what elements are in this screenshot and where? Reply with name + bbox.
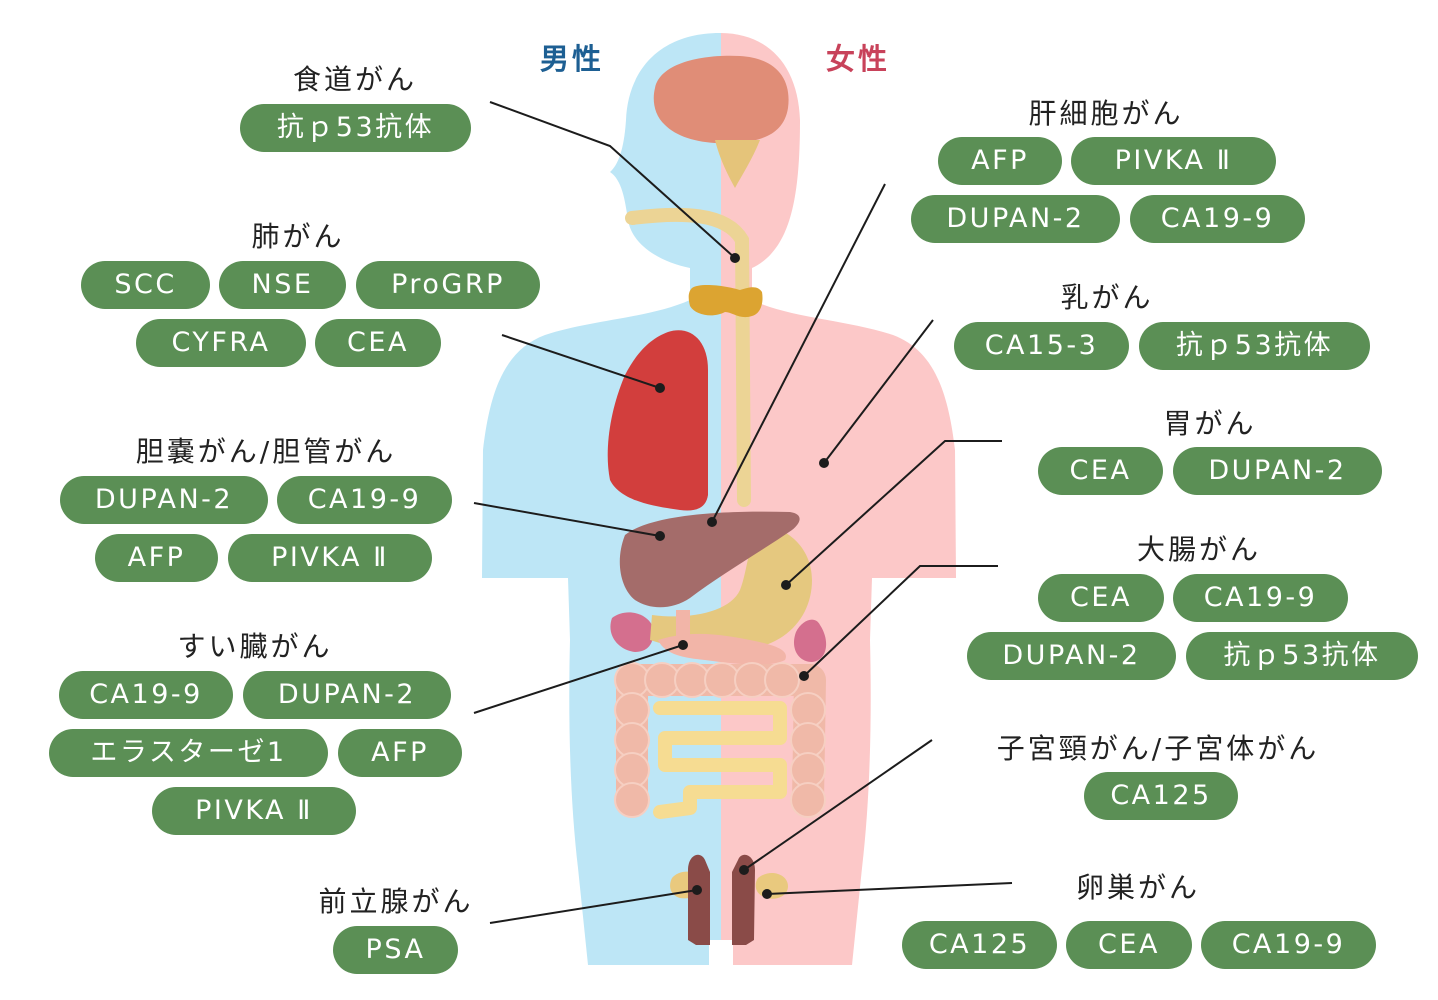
colon-fold: [734, 662, 770, 698]
marker-pill: CA125: [1084, 772, 1238, 820]
marker-pill: DUPAN-2: [967, 632, 1176, 680]
group-title-ovary: 卵巣がん: [1075, 871, 1201, 904]
colon-fold: [614, 752, 650, 788]
lung: [607, 330, 708, 511]
marker-pill: CA19-9: [59, 671, 233, 719]
leader-lines: [473, 101, 1013, 924]
brain-stem: [715, 140, 760, 188]
marker-pill: PIVKA Ⅱ: [152, 787, 356, 835]
marker-pill: AFP: [938, 137, 1062, 185]
marker-pill: CYFRA: [136, 319, 306, 367]
marker-pill: SCC: [81, 261, 210, 309]
marker-pill: NSE: [219, 261, 346, 309]
colon-fold: [644, 662, 680, 698]
colon-fold: [790, 782, 826, 818]
leader-line-colon: [803, 565, 998, 677]
colon-fold: [790, 722, 826, 758]
colon-fold: [790, 752, 826, 788]
colon-fold: [790, 692, 826, 728]
marker-pill: AFP: [95, 534, 218, 582]
group-title-breast: 乳がん: [1060, 281, 1154, 314]
group-title-pancreas: すい臓がん: [177, 630, 333, 663]
marker-pill: PIVKA Ⅱ: [228, 534, 432, 582]
leader-line-esophagus: [489, 101, 736, 259]
marker-pill: PSA: [333, 926, 458, 974]
colon-fold: [764, 662, 800, 698]
uterus-right: [732, 854, 755, 945]
marker-pill: エラスターゼ1: [49, 729, 328, 777]
male-label: 男性: [540, 42, 605, 76]
group-title-esophagus: 食道がん: [292, 63, 418, 96]
marker-pill: 抗ｐ53抗体: [240, 104, 471, 152]
colon-fold: [614, 662, 650, 698]
leader-line-stomach: [785, 440, 1002, 586]
leader-line-liver: [711, 183, 886, 523]
colon-fold: [614, 722, 650, 758]
leader-line-pancreas: [473, 644, 684, 714]
thyroid: [688, 284, 763, 318]
colon-fold: [614, 692, 650, 728]
bile-duct: [676, 610, 690, 645]
group-title-colon: 大腸がん: [1136, 533, 1262, 566]
marker-pill: CA19-9: [1201, 921, 1376, 969]
group-title-uterus: 子宮頸がん/子宮体がん: [996, 732, 1320, 765]
marker-pill: CA125: [902, 921, 1057, 969]
kidney-left: [610, 612, 654, 652]
leader-line-lung: [501, 334, 661, 389]
colon-fold: [704, 662, 740, 698]
leader-line-breast: [823, 319, 934, 464]
marker-pill: CA15-3: [954, 322, 1129, 370]
female-label: 女性: [826, 42, 891, 76]
uterus-left: [688, 854, 710, 945]
leader-line-uterus: [743, 739, 933, 871]
brain: [653, 55, 789, 144]
marker-pill: ProGRP: [356, 261, 540, 309]
marker-pill: CEA: [1038, 574, 1164, 622]
kidney-right: [793, 619, 827, 662]
colon-fold: [674, 662, 710, 698]
marker-pill: CEA: [1038, 447, 1163, 495]
large-intestine-folds: [614, 662, 826, 818]
group-title-lung: 肺がん: [251, 220, 345, 253]
marker-pill: CA19-9: [1173, 574, 1348, 622]
marker-pill: CA19-9: [277, 476, 452, 524]
marker-pill: CEA: [315, 319, 441, 367]
esophagus: [625, 207, 751, 507]
group-title-biliary: 胆嚢がん/胆管がん: [135, 435, 397, 468]
marker-pill: DUPAN-2: [243, 671, 451, 719]
marker-pill: CEA: [1066, 921, 1192, 969]
group-title-liver: 肝細胞がん: [1028, 97, 1184, 130]
leader-line-prostate: [489, 889, 698, 924]
marker-pill: DUPAN-2: [911, 195, 1120, 243]
marker-pill: CA19-9: [1130, 195, 1305, 243]
colon-fold: [614, 782, 650, 818]
leader-line-biliary: [473, 502, 661, 537]
leader-line-ovary: [766, 882, 1013, 895]
stomach: [650, 525, 812, 652]
marker-pill: 抗ｐ53抗体: [1186, 632, 1418, 680]
marker-pill: PIVKA Ⅱ: [1071, 137, 1276, 185]
leg-gap: [709, 940, 733, 970]
marker-pill: 抗ｐ53抗体: [1139, 322, 1370, 370]
group-title-stomach: 胃がん: [1163, 407, 1257, 440]
marker-pill: AFP: [338, 729, 462, 777]
marker-pill: DUPAN-2: [1173, 447, 1382, 495]
small-intestine: [653, 701, 787, 819]
leader-dots: [655, 253, 829, 899]
group-title-prostate: 前立腺がん: [318, 885, 474, 918]
marker-pill: DUPAN-2: [60, 476, 268, 524]
